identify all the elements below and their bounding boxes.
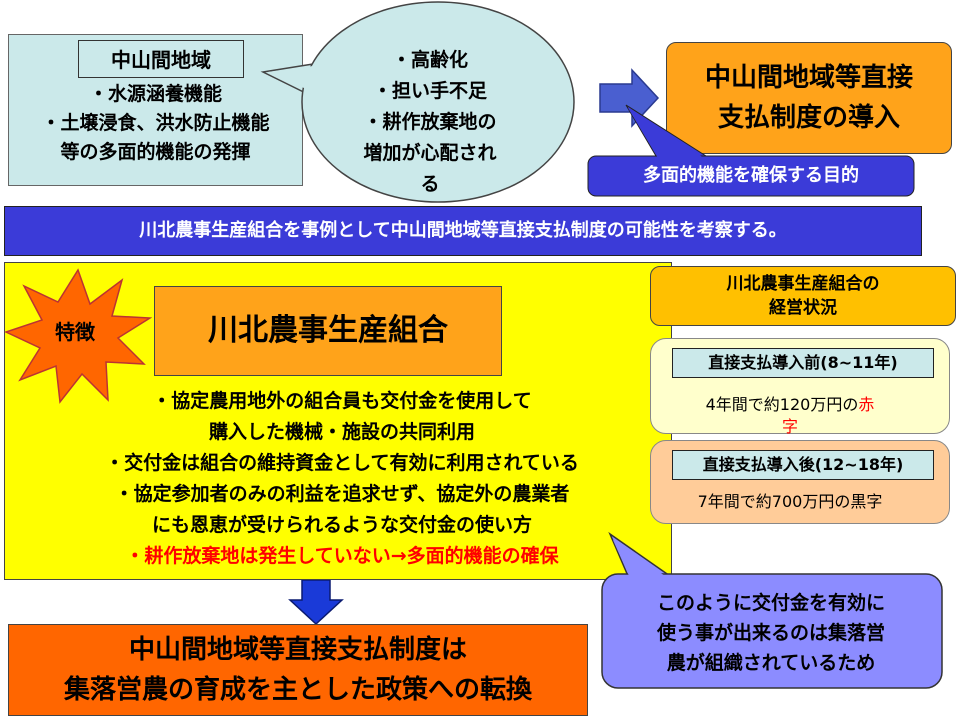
conclusion-line: 集落営農の育成を主とした政策への転換 [63,675,532,705]
purpose-text: 多面的機能を確保する目的 [643,165,859,186]
before-value-suffix: 字 [781,417,798,436]
conclusion-box: 中山間地域等直接支払制度は 集落営農の育成を主とした政策への転換 [8,624,588,716]
reason-line: このように交付金を有効に [656,592,885,614]
purpose-callout [587,104,915,197]
feature-point: 購入した機械・施設の共同利用 [208,421,475,443]
function-line: ・土壌浸食、洪水防止機能 [41,112,270,134]
concern-list: ・高齢化 ・担い手不足 ・耕作放棄地の 増加が心配され る [330,45,530,200]
status-title: 川北農事生産組合の 経営状況 [650,266,956,326]
feature-point: ・協定参加者のみの利益を追求せず、協定外の農業者 [114,483,570,505]
concern-bubble [260,1,575,203]
concern-item: ・高齢化 [391,49,468,71]
function-line: ・水源涵養機能 [88,83,222,105]
after-label: 直接支払導入後(12~18年) [672,450,934,480]
feature-point: ・協定農用地外の組合員も交付金を使用して [152,390,532,412]
concern-item: 増加が心配され [363,142,497,164]
arrow-right-icon [599,68,660,128]
starburst-icon [4,268,152,404]
feature-label: 特徴 [55,320,95,344]
concern-item: ・耕作放棄地の [363,111,497,133]
before-label: 直接支払導入前(8~11年) [672,348,934,378]
callout-body [587,155,915,197]
feature-point: にも恩恵が受けられるような交付金の使い方 [151,514,532,536]
status-title-line: 川北農事生産組合の [726,274,880,294]
conclusion-line: 中山間地域等直接支払制度は [128,635,467,665]
status-title-line: 経営状況 [769,298,837,318]
function-line: 等の多面的機能の発揮 [60,141,251,163]
before-value-prefix: 4年間で約120万円の [705,395,859,414]
introduction-box: 中山間地域等直接 支払制度の導入 [666,42,952,154]
reason-text: このように交付金を有効に 使う事が出来るのは集落営 農が組織されているため [608,588,934,678]
theme-banner: 川北農事生産組合を事例として中山間地域等直接支払制度の可能性を考察する。 [4,206,922,256]
before-value: 4年間で約120万円の赤字 [660,394,920,438]
reason-line: 農が組織されているため [666,652,876,674]
before-value-red: 赤 [858,395,875,414]
feature-highlight: ・耕作放棄地は発生していない→多面的機能の確保 [125,545,559,567]
arrow-down-icon [288,580,344,626]
reason-callout [601,531,943,689]
callout-body [601,573,943,689]
after-value: 7年間で約700万円の黒字 [697,492,883,511]
feature-points: ・協定農用地外の組合員も交付金を使用して 購入した機械・施設の共同利用 ・交付金… [8,386,676,572]
concern-item: ・担い手不足 [372,80,487,102]
feature-point: ・交付金は組合の維持資金として有効に利用されている [105,452,579,474]
region-label: 中山間地域 [78,40,244,78]
reason-line: 使う事が出来るのは集落営 [656,622,885,644]
coop-title: 川北農事生産組合 [154,286,502,376]
introduction-line: 支払制度の導入 [717,103,900,133]
introduction-line: 中山間地域等直接 [704,63,913,93]
region-functions: ・水源涵養機能 ・土壌浸食、洪水防止機能 等の多面的機能の発揮 [8,80,303,167]
bubble-ellipse [301,1,575,203]
concern-item: る [420,173,440,195]
